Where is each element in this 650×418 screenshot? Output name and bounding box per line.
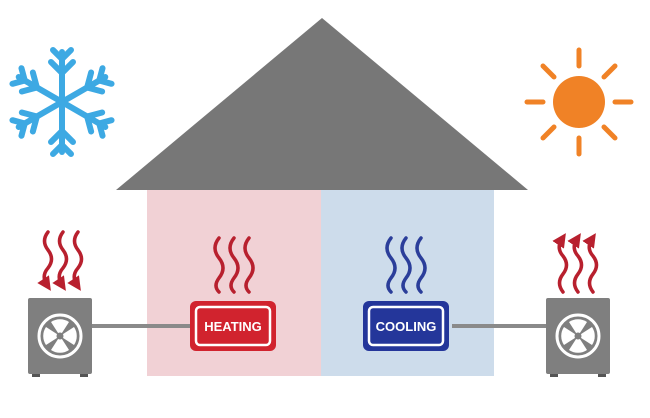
wavy-arrow-icon [67,230,84,291]
sun-icon [524,47,634,157]
left-outdoor-unit [26,296,94,379]
left-unit-heat-waves [37,230,84,291]
wavy-arrow-icon [567,233,584,294]
wavy-arrow-icon [552,233,569,294]
right-unit-heat-waves [552,233,599,294]
fan-icon [26,296,94,379]
house-roof [116,18,528,190]
wavy-arrow-icon [52,230,69,291]
cooling-waves [385,236,427,294]
heating-waves [213,236,255,294]
house [116,18,528,376]
heating-label: HEATING [204,319,262,334]
cooling-unit: COOLING [363,301,449,351]
wavy-arrow-icon [37,230,54,291]
fan-icon [544,296,612,379]
cooling-label: COOLING [376,319,437,334]
wavy-arrow-icon [582,233,599,294]
right-outdoor-unit [544,296,612,379]
heating-unit: HEATING [190,301,276,351]
snowflake-icon [11,47,112,154]
